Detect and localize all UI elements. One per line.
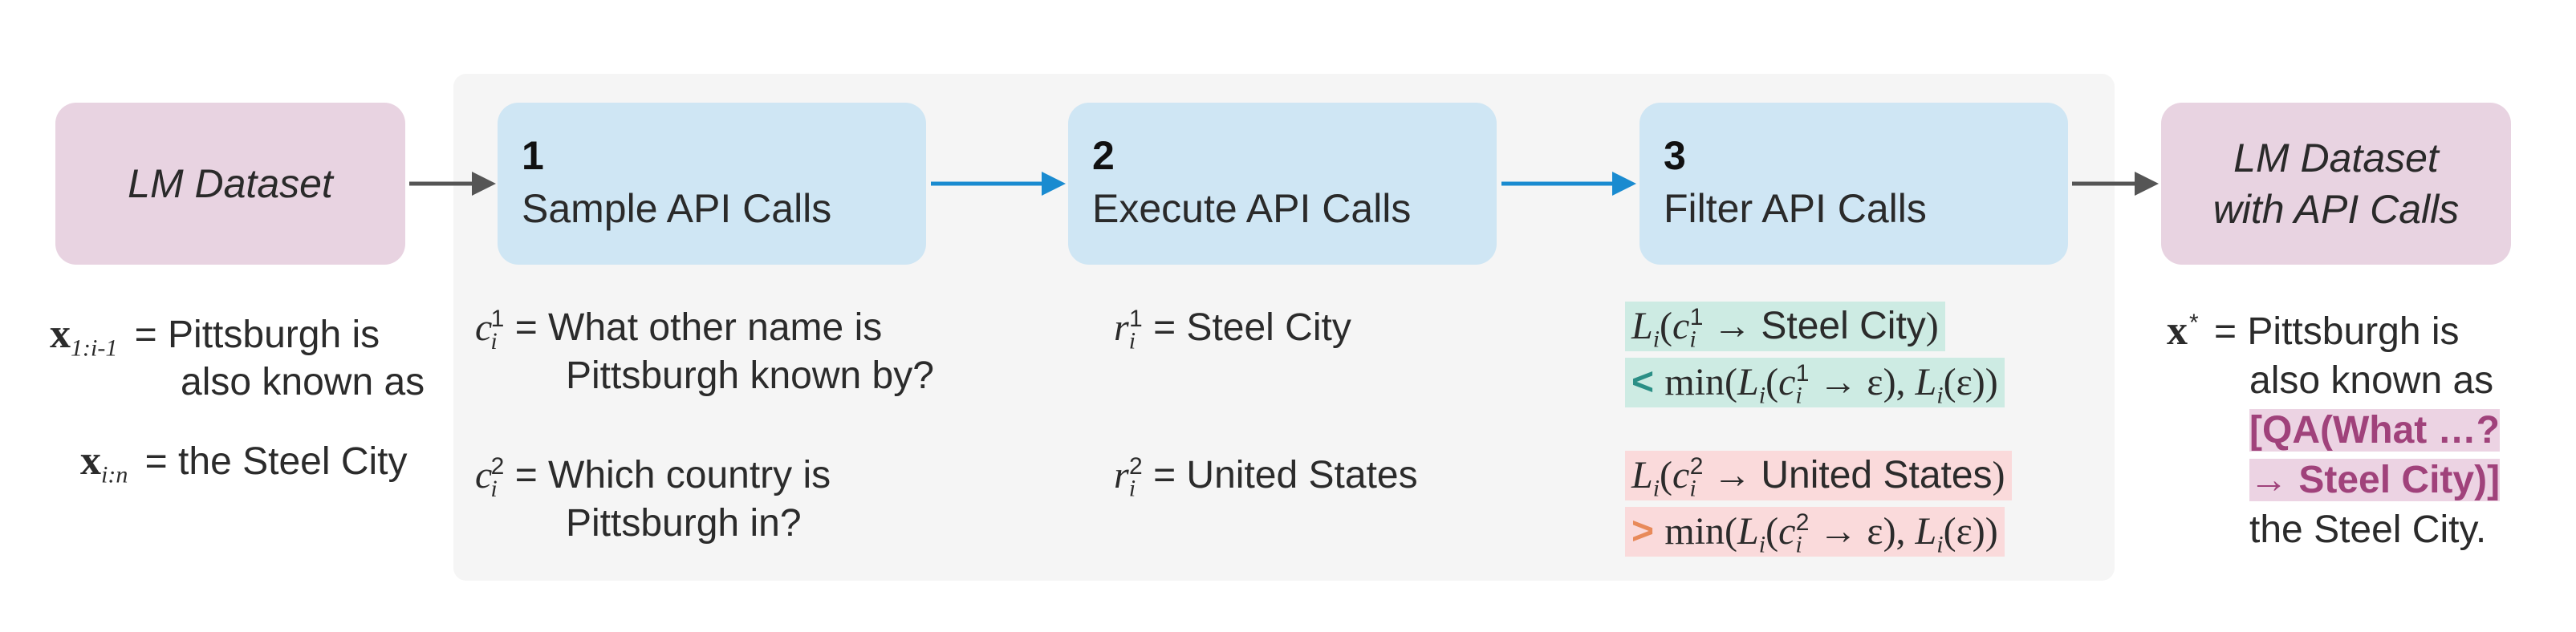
execute-result-2: ri2 = United States (1114, 453, 1418, 502)
execute-result-2-text: = United States (1153, 454, 1418, 496)
output-line1: = Pittsburgh is (2214, 310, 2460, 353)
filter-answer-1: Steel City (1761, 305, 1926, 347)
prefix-text-line1: = Pittsburgh is (134, 314, 380, 356)
sample-call-2: ci2 = Which country is (475, 453, 831, 502)
filter-loss-1: Li(ci1 → Steel City) (1625, 302, 1945, 351)
lm-dataset-api-label-line2: with API Calls (2212, 187, 2460, 232)
execute-result-1-text: = Steel City (1153, 306, 1351, 349)
step-sample-box: 1 Sample API Calls (498, 103, 926, 265)
output-api-call: [QA(What …? (2249, 406, 2500, 456)
suffix-subscript: i:n (101, 461, 128, 488)
step-execute-box: 2 Execute API Calls (1068, 103, 1497, 265)
output-api-call-2: → Steel City)] (2249, 456, 2501, 505)
prefix-subscript: 1:i-1 (71, 334, 118, 362)
output-text: x* = Pittsburgh is (2167, 308, 2460, 354)
filter-loss-2: Li(ci2 → United States) (1625, 451, 2012, 500)
lm-dataset-box: LM Dataset (55, 103, 405, 265)
arrow-dataset-to-sample (409, 172, 496, 196)
step-filter-box: 3 Filter API Calls (1639, 103, 2068, 265)
filter-answer-2: United States (1761, 454, 1993, 496)
output-line3: the Steel City. (2249, 508, 2487, 551)
filter-cmp-2: > min(Li(ci2 → ε), Li(ε)) (1625, 507, 2005, 557)
sample-call-2-line2: Pittsburgh in? (566, 502, 802, 545)
output-api-line1: [QA(What …? (2249, 409, 2500, 452)
step-title: Filter API Calls (1664, 186, 1927, 231)
execute-result-1: ri1 = Steel City (1114, 306, 1351, 354)
input-prefix: x1:i-1 = Pittsburgh is (50, 311, 380, 362)
output-api-line2: → Steel City)] (2249, 459, 2501, 501)
step-number: 3 (1664, 133, 1686, 178)
sample-call-2-line1: = Which country is (514, 454, 831, 496)
output-line2: also known as (2249, 359, 2494, 402)
lm-dataset-label: LM Dataset (128, 161, 333, 206)
step-title: Execute API Calls (1092, 186, 1412, 231)
filter-cmp-2-sign: > (1631, 510, 1655, 553)
prefix-text-line2: also known as (181, 361, 425, 403)
arrow-sample-to-execute (931, 172, 1066, 196)
sample-call-1: ci1 = What other name is (475, 306, 883, 354)
arrow-execute-to-filter (1501, 172, 1636, 196)
filter-cmp-1: < min(Li(ci1 → ε), Li(ε)) (1625, 358, 2005, 407)
suffix-text: = the Steel City (144, 440, 408, 483)
step-title: Sample API Calls (522, 186, 832, 231)
arrow-filter-to-output (2072, 172, 2159, 196)
lm-dataset-api-label-line1: LM Dataset (2233, 136, 2439, 180)
sample-call-1-line2: Pittsburgh known by? (566, 354, 934, 397)
sample-call-1-line1: = What other name is (514, 306, 883, 349)
step-number: 2 (1092, 133, 1115, 178)
input-suffix: xi:n = the Steel City (80, 438, 408, 488)
lm-dataset-api-box: LM Dataset with API Calls (2161, 103, 2511, 265)
step-number: 1 (522, 133, 544, 178)
filter-cmp-1-sign: < (1631, 361, 1655, 403)
